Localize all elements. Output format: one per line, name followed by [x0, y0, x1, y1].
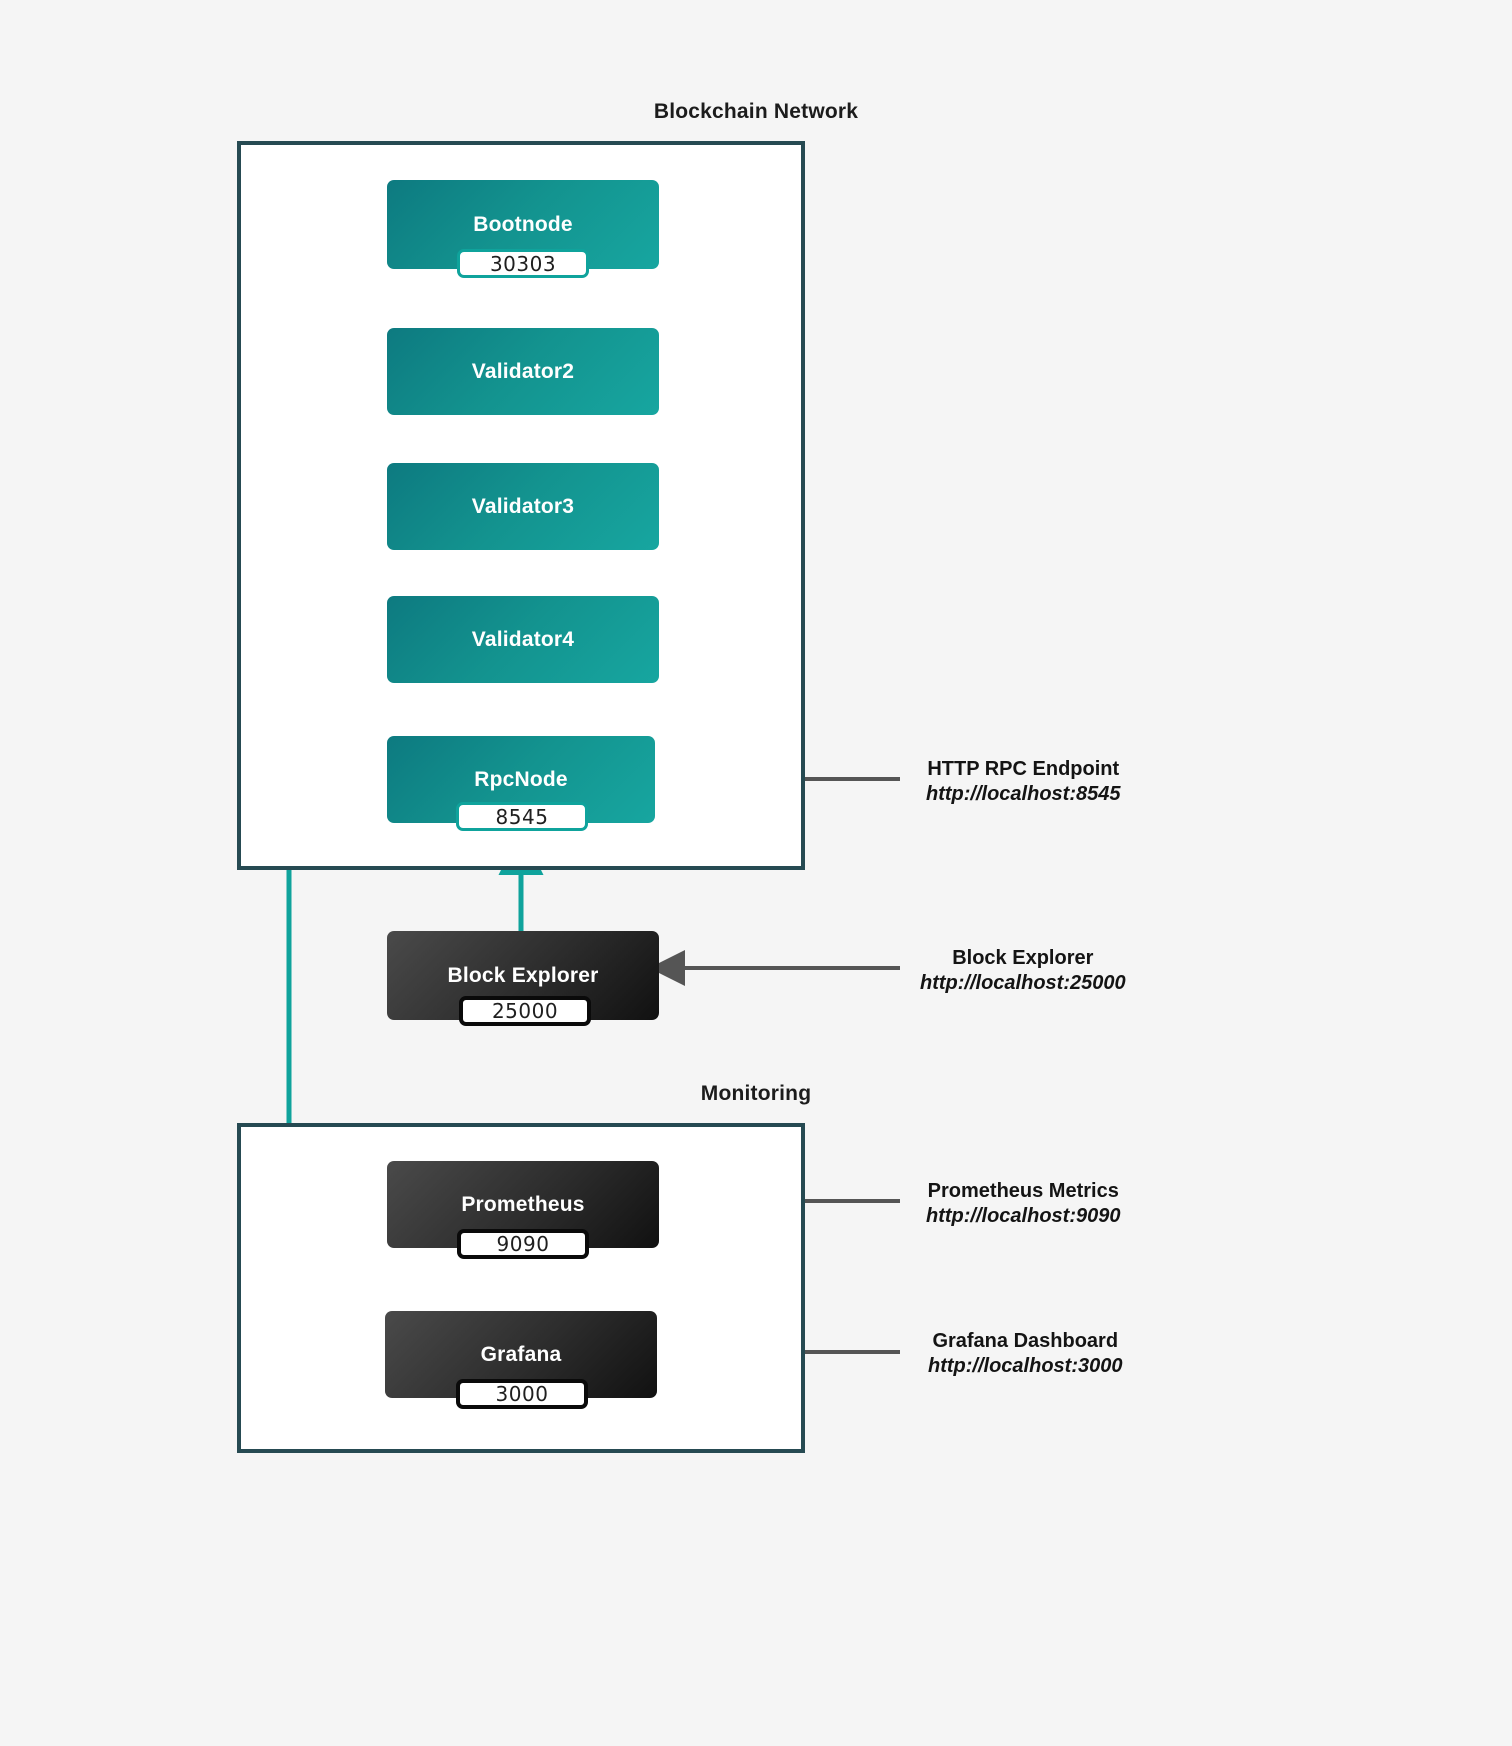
node-prometheus-port-value: 9090	[496, 1232, 550, 1256]
annotation-prometheus-title: Prometheus Metrics	[927, 1180, 1119, 1202]
annotation-block-explorer-title: Block Explorer	[952, 947, 1094, 969]
node-bootnode-port: 30303	[457, 249, 589, 278]
annotation-rpc-endpoint-title: HTTP RPC Endpoint	[927, 758, 1120, 780]
node-rpcnode-label: RpcNode	[474, 767, 568, 791]
node-grafana-label: Grafana	[480, 1342, 562, 1366]
annotation-rpc-endpoint-url: http://localhost:8545	[926, 783, 1121, 805]
annotation-prometheus-url: http://localhost:9090	[926, 1205, 1121, 1227]
node-rpcnode-port: 8545	[456, 802, 588, 831]
node-prometheus-port: 9090	[457, 1229, 589, 1259]
node-validator2-label: Validator2	[471, 359, 575, 383]
annotation-block-explorer-url: http://localhost:25000	[920, 972, 1126, 994]
node-grafana-port-value: 3000	[495, 1382, 549, 1406]
node-block-explorer-label: Block Explorer	[447, 963, 599, 987]
node-validator2[interactable]: Validator2	[387, 328, 659, 415]
cluster-title-blockchain-network: Blockchain Network	[653, 100, 859, 123]
annotation-prometheus: Prometheus Metrics http://localhost:9090	[926, 1179, 1120, 1229]
annotation-grafana-url: http://localhost:3000	[928, 1355, 1123, 1377]
node-validator3-label: Validator3	[471, 494, 575, 518]
node-block-explorer-port-value: 25000	[491, 999, 559, 1023]
annotation-block-explorer: Block Explorer http://localhost:25000	[920, 946, 1126, 996]
node-block-explorer-port: 25000	[459, 996, 591, 1026]
node-validator4[interactable]: Validator4	[387, 596, 659, 683]
node-rpcnode-port-value: 8545	[495, 804, 549, 829]
cluster-title-monitoring: Monitoring	[700, 1082, 812, 1105]
node-prometheus-label: Prometheus	[461, 1192, 585, 1216]
node-validator3[interactable]: Validator3	[387, 463, 659, 550]
node-bootnode-port-value: 30303	[489, 251, 557, 276]
annotation-grafana: Grafana Dashboard http://localhost:3000	[928, 1329, 1122, 1379]
node-grafana-port: 3000	[456, 1379, 588, 1409]
node-validator4-label: Validator4	[471, 627, 575, 651]
annotation-rpc-endpoint: HTTP RPC Endpoint http://localhost:8545	[926, 757, 1120, 807]
annotation-grafana-title: Grafana Dashboard	[932, 1330, 1119, 1352]
node-bootnode-label: Bootnode	[473, 212, 573, 236]
